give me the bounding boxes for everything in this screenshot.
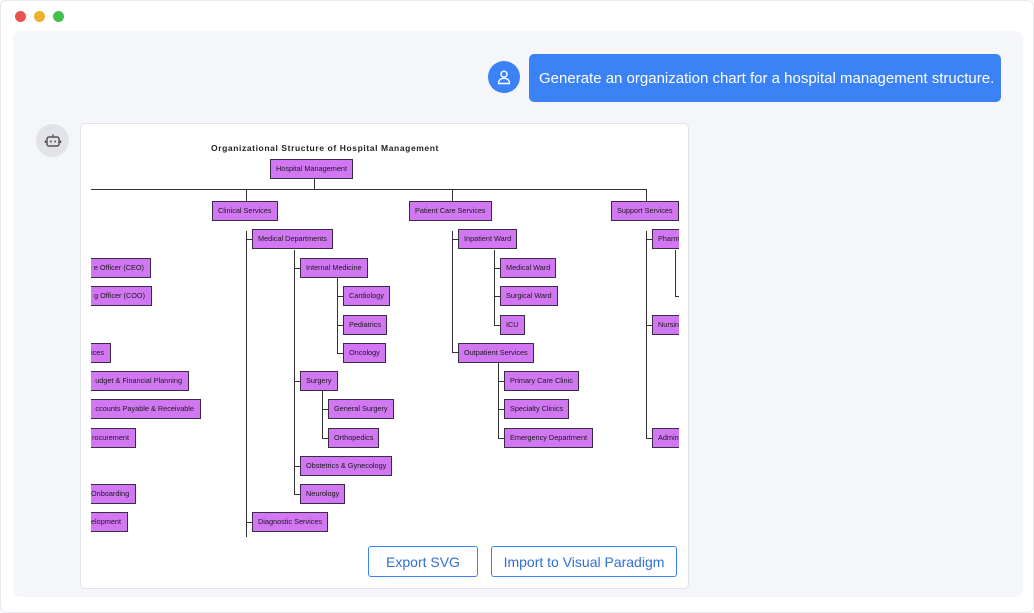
node-support-services[interactable]: Support Services	[611, 201, 679, 221]
node-budget-financial-planning[interactable]: udget & Financial Planning	[91, 371, 189, 391]
node-neurology[interactable]: Neurology	[300, 484, 346, 504]
connector	[246, 189, 247, 211]
connector	[246, 239, 252, 240]
connector	[498, 363, 499, 439]
connector	[646, 231, 647, 439]
connector	[314, 179, 315, 189]
connector	[452, 239, 458, 240]
node-diagnostic-services[interactable]: Diagnostic Services	[252, 512, 329, 532]
node-accounts-payable-receivable[interactable]: ccounts Payable & Receivable	[91, 399, 201, 419]
maximize-window-icon[interactable]	[53, 11, 64, 22]
chart-title: Organizational Structure of Hospital Man…	[211, 143, 439, 153]
connector	[294, 268, 300, 269]
connector	[646, 325, 652, 326]
connector	[294, 466, 300, 467]
user-icon	[497, 70, 511, 85]
connector	[452, 189, 453, 211]
connector	[294, 381, 300, 382]
connector	[646, 438, 652, 439]
connector	[246, 522, 252, 523]
connector	[646, 239, 652, 240]
connector	[494, 296, 500, 297]
node-development[interactable]: elopment	[91, 512, 128, 532]
node-coo[interactable]: g Officer (COO)	[91, 286, 152, 306]
connector	[322, 438, 328, 439]
connector	[322, 391, 323, 439]
node-primary-care-clinic[interactable]: Primary Care Clinic	[504, 371, 579, 391]
node-nursing[interactable]: Nursin	[652, 315, 679, 335]
node-internal-medicine[interactable]: Internal Medicine	[300, 258, 368, 278]
node-onboarding[interactable]: Onboarding	[91, 484, 136, 504]
connector	[246, 231, 247, 537]
node-general-surgery[interactable]: General Surgery	[328, 399, 394, 419]
node-medical-departments[interactable]: Medical Departments	[252, 229, 333, 249]
node-clinical-services[interactable]: Clinical Services	[212, 201, 278, 221]
minimize-window-icon[interactable]	[34, 11, 45, 22]
node-specialty-clinics[interactable]: Specialty Clinics	[504, 399, 570, 419]
node-surgical-ward[interactable]: Surgical Ward	[500, 286, 558, 306]
chat-panel: Generate an organization chart for a hos…	[13, 31, 1023, 597]
node-orthopedics[interactable]: Orthopedics	[328, 428, 380, 448]
node-ceo[interactable]: e Officer (CEO)	[91, 258, 151, 278]
connector	[91, 189, 647, 190]
bot-avatar	[36, 124, 69, 157]
connector	[675, 296, 679, 297]
connector	[494, 250, 495, 326]
connector	[337, 353, 343, 354]
user-message: Generate an organization chart for a hos…	[529, 54, 1001, 102]
node-administration[interactable]: Admin	[652, 428, 679, 448]
node-pediatrics[interactable]: Pediatrics	[343, 315, 388, 335]
connector	[494, 325, 500, 326]
node-pharmacy[interactable]: Pharm	[652, 229, 679, 249]
node-surgery[interactable]: Surgery	[300, 371, 338, 391]
node-outpatient-services[interactable]: Outpatient Services	[458, 343, 534, 363]
import-visual-paradigm-button[interactable]: Import to Visual Paradigm	[491, 546, 677, 577]
connector	[675, 250, 676, 296]
node-obstetrics-gynecology[interactable]: Obstetrics & Gynecology	[300, 456, 393, 476]
connector	[322, 409, 328, 410]
connector	[498, 438, 504, 439]
connector	[337, 296, 343, 297]
close-window-icon[interactable]	[15, 11, 26, 22]
node-inpatient-ward[interactable]: Inpatient Ward	[458, 229, 518, 249]
node-medical-ward[interactable]: Medical Ward	[500, 258, 557, 278]
node-services[interactable]: ices	[91, 343, 111, 363]
node-cardiology[interactable]: Cardiology	[343, 286, 390, 306]
connector	[294, 494, 300, 495]
connector	[452, 352, 458, 353]
connector	[452, 231, 453, 353]
connector	[646, 189, 647, 211]
node-oncology[interactable]: Oncology	[343, 343, 386, 363]
connector	[337, 325, 343, 326]
node-icu[interactable]: ICU	[500, 315, 525, 335]
node-emergency-department[interactable]: Emergency Department	[504, 428, 594, 448]
node-procurement[interactable]: rocurement	[91, 428, 136, 448]
connector	[337, 278, 338, 354]
robot-icon	[44, 134, 61, 147]
connector	[494, 268, 500, 269]
connector	[498, 381, 504, 382]
export-svg-button[interactable]: Export SVG	[368, 546, 478, 577]
user-avatar	[488, 61, 520, 93]
connector	[498, 409, 504, 410]
connector	[294, 250, 295, 495]
node-hospital-management[interactable]: Hospital Management	[270, 159, 353, 179]
node-patient-care-services[interactable]: Patient Care Services	[409, 201, 492, 221]
chart-card: Organizational Structure of Hospital Man…	[80, 123, 689, 589]
org-chart[interactable]: Organizational Structure of Hospital Man…	[91, 134, 679, 537]
